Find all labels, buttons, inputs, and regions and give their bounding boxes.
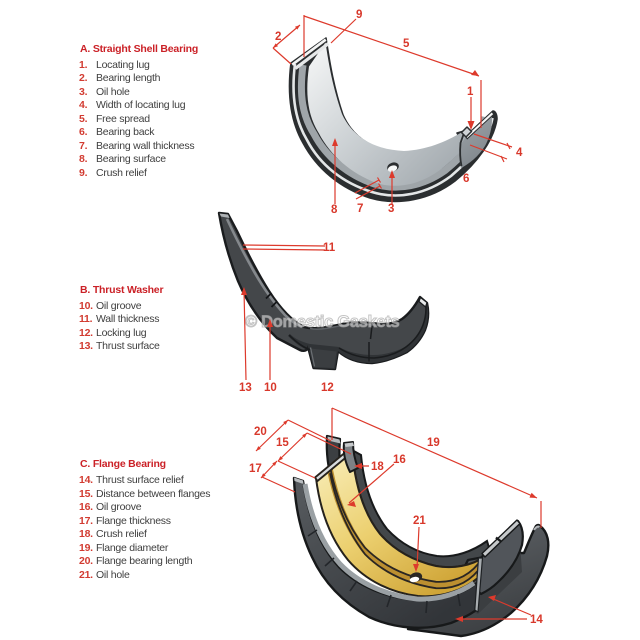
svg-text:8: 8 (331, 204, 338, 216)
svg-text:14: 14 (530, 614, 543, 626)
svg-text:3: 3 (388, 203, 394, 215)
svg-text:4: 4 (516, 147, 523, 159)
svg-text:11: 11 (323, 242, 336, 254)
svg-text:9: 9 (356, 9, 362, 21)
svg-text:20: 20 (254, 426, 267, 438)
svg-text:2: 2 (275, 31, 281, 43)
svg-text:17: 17 (249, 463, 262, 475)
svg-text:1: 1 (467, 86, 474, 98)
svg-text:21: 21 (413, 515, 426, 527)
svg-text:18: 18 (371, 461, 384, 473)
svg-text:10: 10 (264, 382, 277, 394)
svg-text:5: 5 (403, 38, 410, 50)
svg-text:19: 19 (427, 437, 440, 449)
svg-text:16: 16 (393, 454, 406, 466)
svg-text:7: 7 (357, 203, 363, 215)
svg-text:13: 13 (239, 382, 252, 394)
svg-text:15: 15 (276, 437, 289, 449)
svg-text:© Domestic Gaskets: © Domestic Gaskets (245, 313, 400, 331)
svg-text:6: 6 (463, 173, 469, 185)
svg-text:12: 12 (321, 382, 334, 394)
